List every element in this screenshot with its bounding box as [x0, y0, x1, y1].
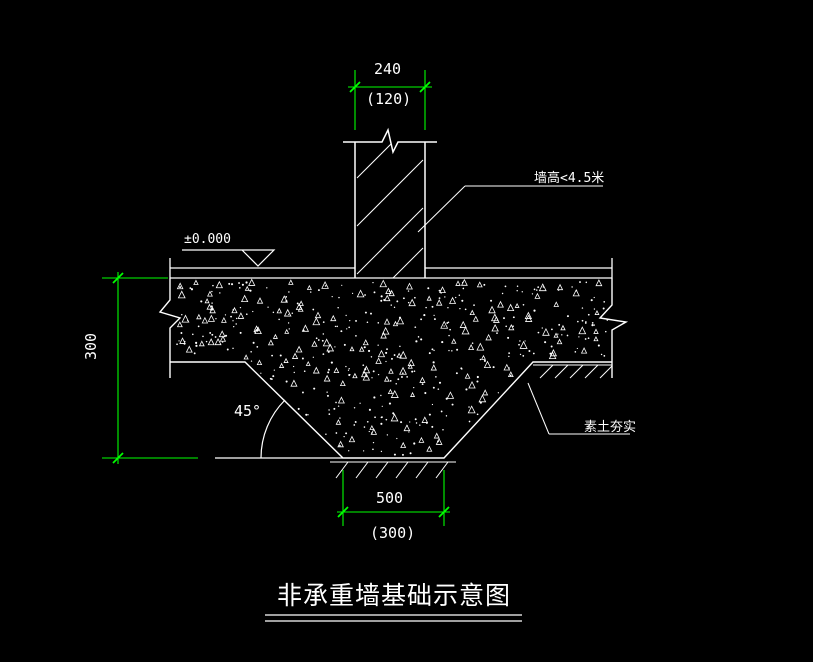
bottom-width-label: 500 — [376, 489, 404, 507]
wall-width-alt-label: (120) — [366, 90, 412, 108]
drawing-title: 非承重墙基础示意图 — [277, 581, 512, 610]
level-mark-symbol — [182, 249, 276, 267]
soil-note: 素土夯实 — [584, 420, 637, 435]
depth-dimension-label: 300 — [82, 332, 100, 360]
wall-section — [343, 127, 437, 278]
bottom-width-alt-label: (300) — [370, 524, 416, 542]
title-underline — [265, 614, 522, 622]
wall-height-note: 墙高<4.5米 — [534, 171, 605, 186]
leader-lines — [417, 185, 630, 435]
dimension-ticks — [112, 81, 450, 518]
soil-hatch — [330, 364, 613, 479]
wall-hatch — [356, 143, 424, 279]
wall-width-label: 240 — [374, 60, 402, 78]
angle-label: 45° — [234, 402, 262, 420]
angle-indicator — [215, 399, 343, 459]
foundation-outline — [158, 278, 629, 459]
slab-surface — [169, 258, 613, 279]
concrete-texture — [176, 278, 609, 456]
level-mark-label: ±0.000 — [184, 232, 231, 247]
